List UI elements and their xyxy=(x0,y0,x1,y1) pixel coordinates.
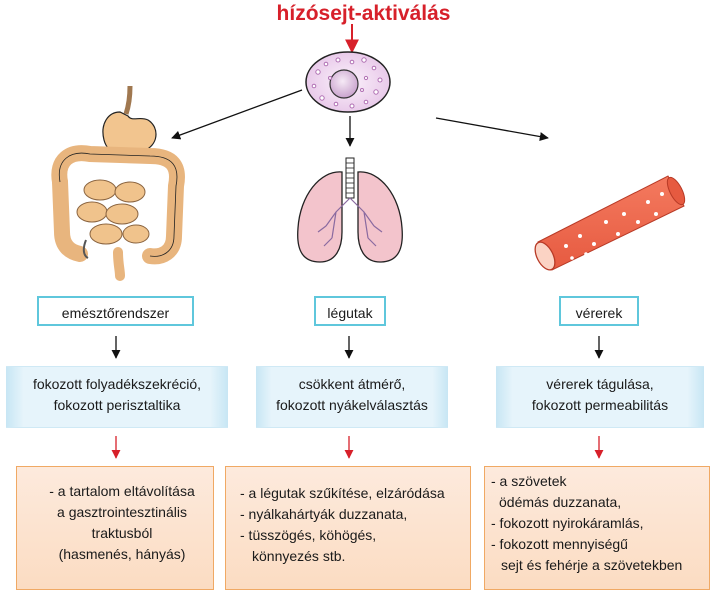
symptoms-airways-line-3: - tüsszögés, köhögés, xyxy=(240,527,377,543)
symptoms-digestive-line-1: - a tartalom eltávolítása xyxy=(49,483,195,499)
symptoms-digestive: - a tartalom eltávolítása a gasztrointes… xyxy=(16,466,214,590)
blood-vessel-icon xyxy=(534,175,686,271)
label-digestive: emésztőrendszer xyxy=(37,296,194,326)
effect-digestive-line-1: fokozott folyadékszekréció, xyxy=(32,376,202,392)
symptoms-airways-line-4: könnyezés stb. xyxy=(252,548,346,564)
symptoms-vessels-line-1: - a szövetek xyxy=(491,473,567,489)
lungs-icon xyxy=(297,157,403,263)
digestive-tract-icon xyxy=(51,85,185,281)
symptoms-airways-line-2: - nyálkahártyák duzzanata, xyxy=(240,506,408,522)
symptoms-airways: - a légutak szűkítése, elzáródása - nyál… xyxy=(225,466,471,590)
arrow-to-digestive xyxy=(171,89,303,140)
label-vessels: vérerek xyxy=(559,296,639,326)
symptoms-digestive-line-4: (hasmenés, hányás) xyxy=(58,546,186,562)
effect-vessels-line-2: fokozott permeabilitás xyxy=(531,397,669,413)
symptoms-vessels-line-2: ödémás duzzanata, xyxy=(499,494,622,510)
effect-digestive-line-2: fokozott perisztaltika xyxy=(53,397,181,413)
symptoms-digestive-line-2: a gasztrointesztinális xyxy=(57,504,187,520)
effect-vessels-line-1: vérerek tágulása, xyxy=(546,376,654,392)
effect-airways-line-2: fokozott nyákelválasztás xyxy=(276,397,428,413)
arrow-to-vessels xyxy=(435,117,549,142)
effect-airways: csökkent átmérő, fokozott nyákelválasztá… xyxy=(256,366,448,428)
symptoms-airways-line-1: - a légutak szűkítése, elzáródása xyxy=(240,485,445,501)
symptoms-vessels-line-5: sejt és fehérje a szövetekben xyxy=(501,557,683,573)
symptoms-vessels-line-3: - fokozott nyirokáramlás, xyxy=(491,515,644,531)
symptoms-vessels-line-4: - fokozott mennyiségű xyxy=(491,536,628,552)
effect-airways-line-1: csökkent átmérő, xyxy=(298,376,406,392)
symptoms-digestive-line-3: traktusból xyxy=(91,525,153,541)
diagram-title: hízósejt-aktiválás xyxy=(276,2,451,25)
label-airways: légutak xyxy=(314,296,386,326)
mast-cell-icon xyxy=(305,51,391,113)
symptoms-vessels: - a szövetek ödémás duzzanata, - fokozot… xyxy=(484,466,710,590)
effect-digestive: fokozott folyadékszekréció, fokozott per… xyxy=(6,366,228,428)
effect-vessels: vérerek tágulása, fokozott permeabilitás xyxy=(496,366,704,428)
